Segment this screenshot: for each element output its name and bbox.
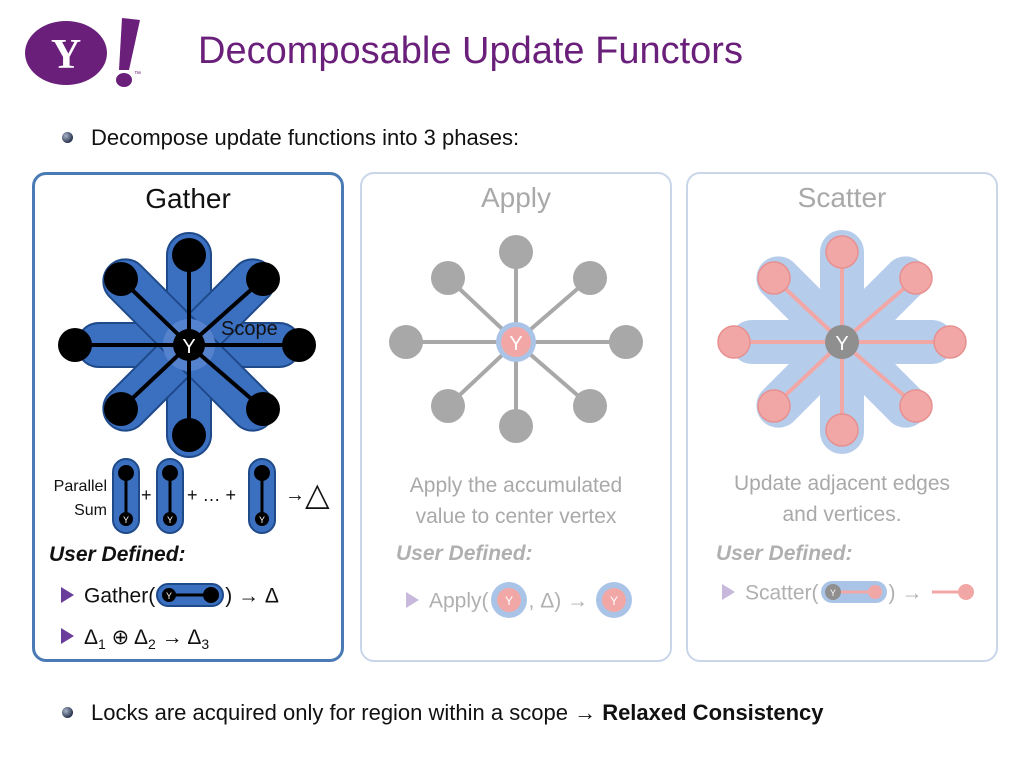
scatter-user-defined: User Defined: [716,542,853,565]
sum-delta-result: △ [305,476,330,512]
svg-text:Y: Y [166,591,172,601]
apply-center-label: Y [509,333,522,355]
apply-description: Apply the accumulated value to center ve… [362,470,670,532]
gather-fn-prefix: Gather( [84,584,156,608]
svg-text:Y: Y [830,588,836,598]
scatter-center-label: Y [835,333,848,355]
apply-center-vertex [501,327,531,357]
scatter-neighbor-vertices [717,235,967,447]
svg-text:Y: Y [51,32,81,78]
apply-star-diagram: Y [389,235,643,443]
scatter-desc-line1: Update adjacent edges [734,472,950,495]
oplus-symbol: ⊕ [111,626,130,649]
scatter-function-item: Scatter( Y ) → [722,580,978,608]
triangle-bullet-icon [61,628,74,645]
apply-user-defined: User Defined: [396,542,533,565]
gather-function-item: Gather( Y ) → Δ [61,583,279,611]
svg-text:Y: Y [505,594,513,608]
delta-3-sub: 3 [201,636,210,653]
bullet-locks: Locks are acquired only for region withi… [62,700,824,726]
gather-edge-icon: Y [156,583,225,607]
bullet-dot-icon [62,131,73,143]
triangle-bullet-icon [722,584,735,600]
scatter-desc-line2: and vertices. [782,503,902,526]
scatter-title: Scatter [797,182,887,213]
parallel-sum-label: Parallel Sum [53,478,107,519]
apply-neighbor-vertices [389,235,643,443]
sum-edge-icon-3: Y [248,458,276,534]
apply-fn-mid: , Δ) → [528,589,589,613]
scatter-edge-icon: Y [820,581,887,603]
delta-2: Δ [133,626,148,649]
delta-2-sub: 2 [148,636,156,653]
scatter-fn-prefix: Scatter( [745,581,819,605]
sum-arrow: → [285,484,305,506]
trademark-mark: ™ [134,71,141,78]
sum-plus-2: + … + [187,485,236,505]
gather-panel: Gather [32,172,344,662]
gather-neighbor-vertices [58,238,316,452]
apply-vertex-icon: Y [490,582,527,618]
apply-function-item: Apply( Y , Δ) → Y [406,582,634,622]
relaxed-consistency-text: Relaxed Consistency [602,700,824,725]
svg-text:Y: Y [167,515,173,525]
bullet-decompose: Decompose update functions into 3 phases… [62,125,519,151]
gather-center-label: Y [182,336,195,358]
svg-text:Y: Y [259,515,265,525]
triangle-bullet-icon [61,587,74,603]
scatter-star-diagram: Y [717,230,967,454]
apply-desc-line2: value to center vertex [415,505,617,528]
apply-title: Apply [480,182,552,213]
gather-center-vertex [173,329,205,361]
svg-text:Y: Y [123,515,129,525]
scatter-panel: Scatter [686,172,998,662]
right-arrow-icon: → [574,700,597,725]
scatter-center-vertex [825,325,859,359]
sum-edge-icon-1: Y [112,458,140,534]
sum-plus-1: + [141,485,152,505]
gather-title: Gather [145,183,231,214]
bullet-dot-icon [62,706,73,718]
gather-fn-suffix: ) → Δ [225,584,279,608]
delta-3: → Δ [161,626,202,649]
delta-1: Δ [84,626,99,649]
svg-text:Y: Y [610,594,618,608]
triangle-bullet-icon [406,592,419,608]
combine-item: Δ1 ⊕ Δ2 → Δ3 [61,625,209,652]
bullet-text: Decompose update functions into 3 phases… [91,125,520,150]
apply-desc-line1: Apply the accumulated [409,474,623,497]
delta-1-sub: 1 [98,636,106,653]
sum-edge-icon-2: Y [156,458,184,534]
scatter-result-edge-icon [932,584,975,600]
gather-user-defined: User Defined: [49,543,186,566]
apply-panel: Apply Y Apply the accumulated value t [360,172,672,662]
apply-fn-prefix: Apply( [429,589,489,613]
locks-text: Locks are acquired only for region withi… [91,700,568,725]
scatter-description: Update adjacent edges and vertices. [688,468,996,530]
apply-result-vertex-icon: Y [595,582,632,618]
yahoo-logo: Y ™ [25,18,141,87]
slide-title: Decomposable Update Functors [198,30,743,72]
gather-star-diagram: Y Y Y Y + + … + → △ [58,232,330,534]
scope-label: Scope [221,318,278,340]
scatter-fn-suffix: ) → [888,581,923,605]
